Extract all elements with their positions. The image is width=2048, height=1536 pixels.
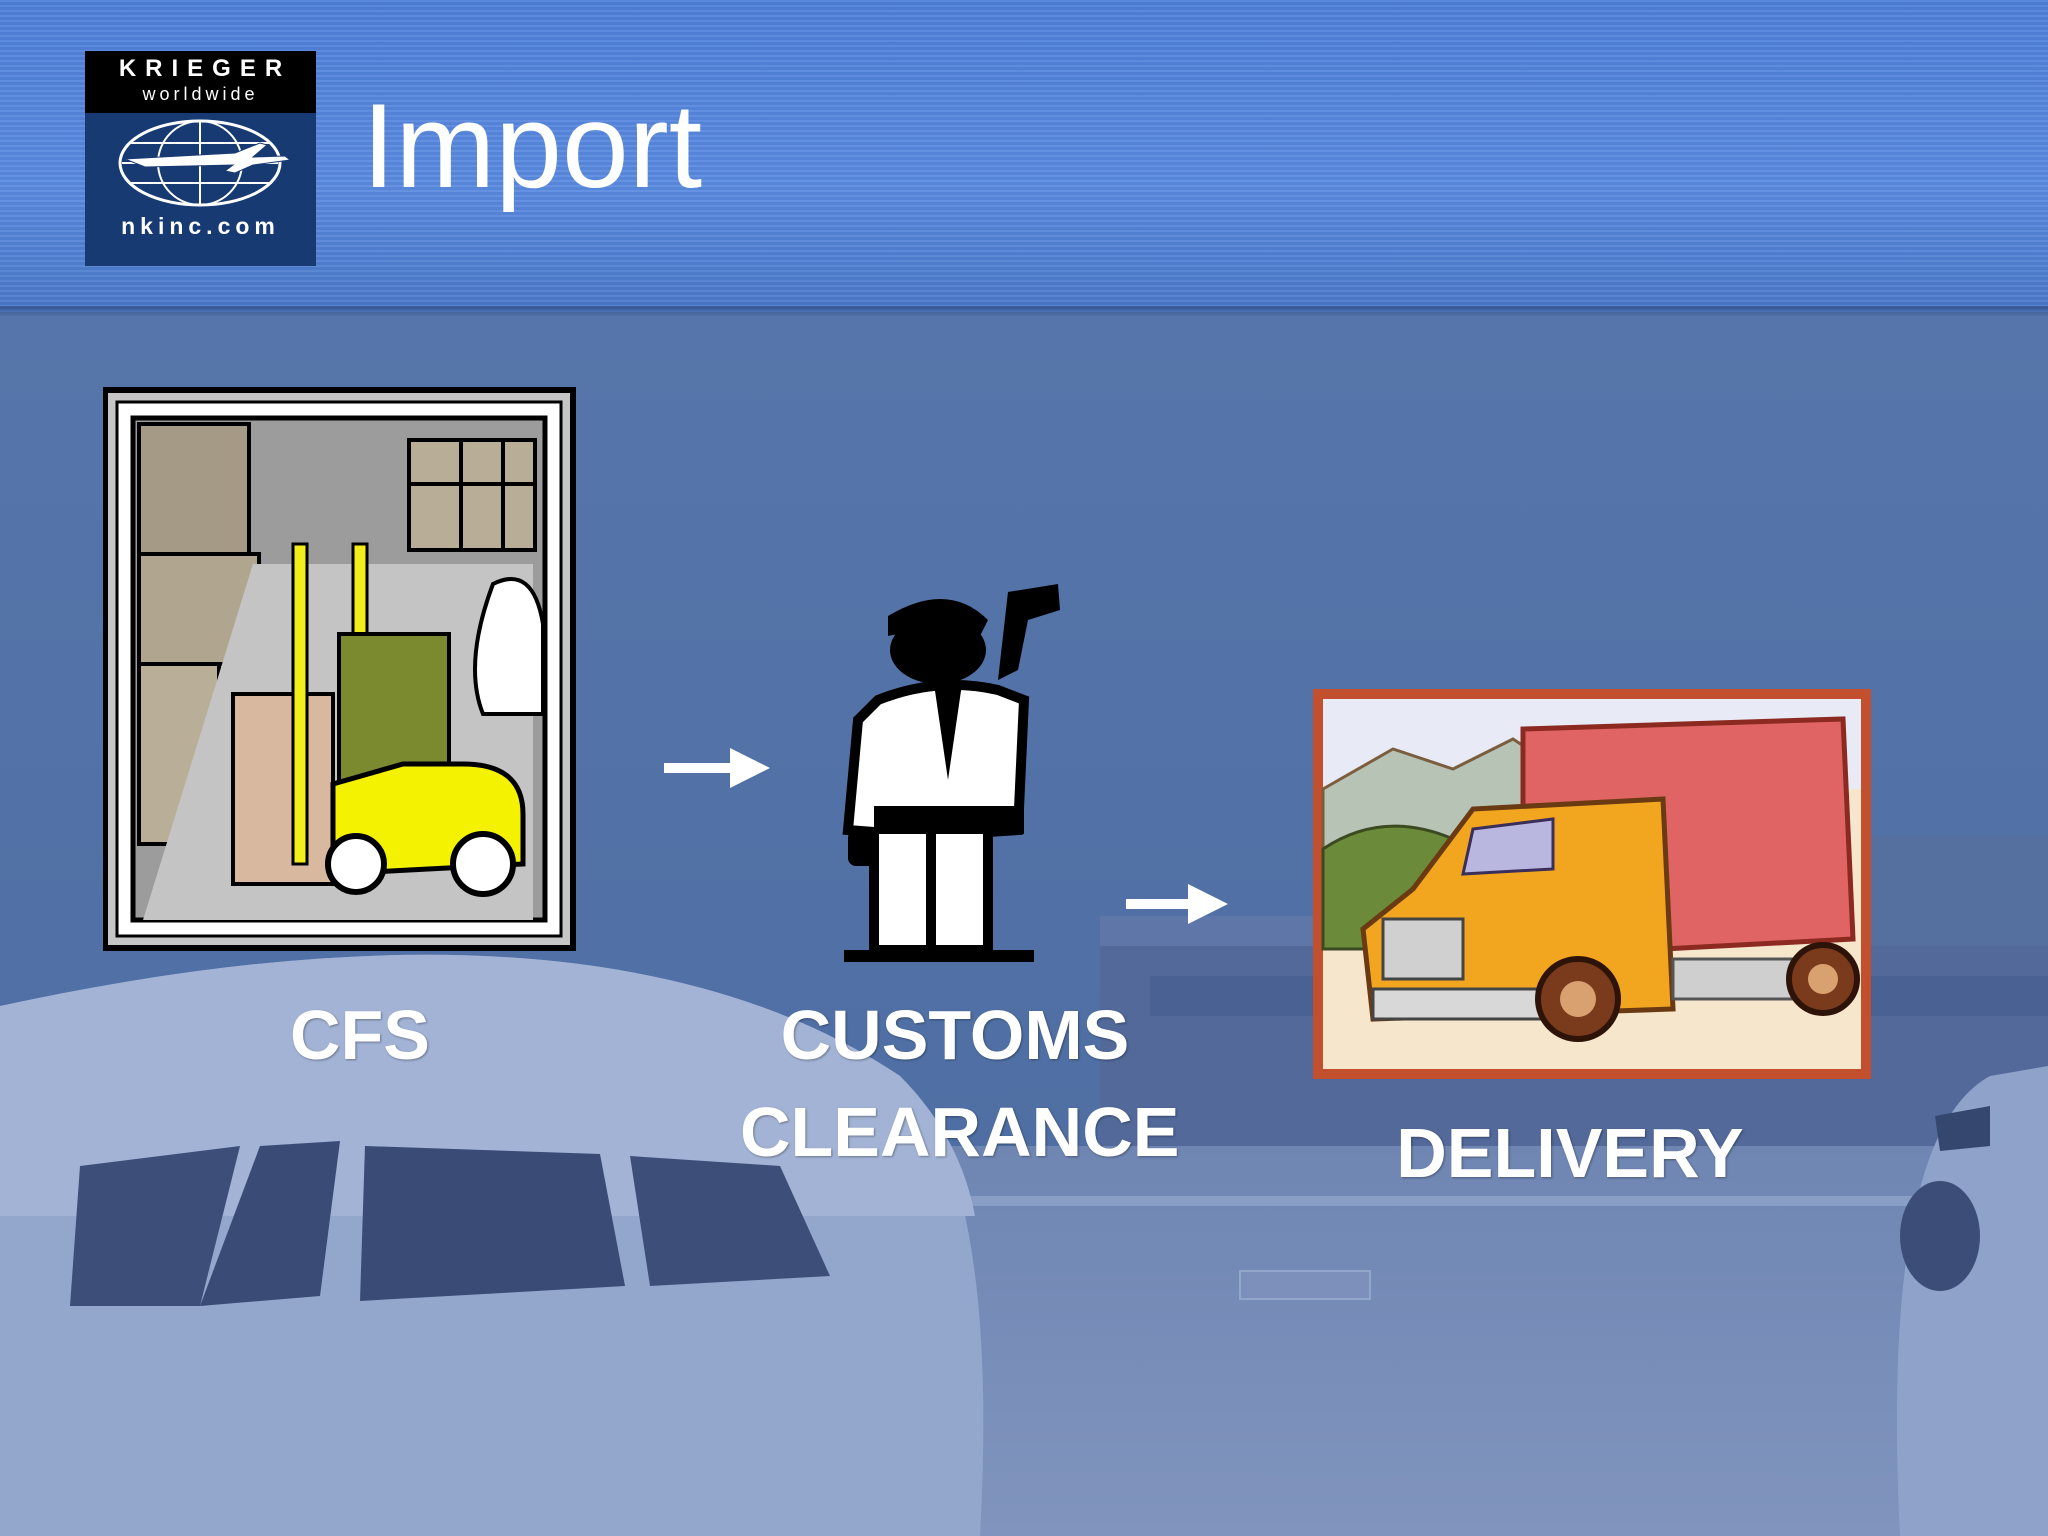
logo-top-band: KRIEGER worldwide — [85, 51, 316, 113]
header-band — [0, 0, 2048, 312]
arrow-right-icon — [664, 748, 770, 788]
logo-globe-panel: nkinc.com — [85, 113, 316, 266]
cfs-warehouse-icon — [102, 384, 579, 959]
delivery-label: DELIVERY — [1396, 1114, 1744, 1192]
globe-airplane-icon — [118, 119, 292, 207]
logo-website-text: nkinc.com — [121, 213, 280, 239]
header-shadow — [0, 306, 2048, 316]
customs-label-line1: CUSTOMS — [780, 996, 1130, 1074]
logo-sub-text: worldwide — [142, 84, 259, 104]
customs-label-line2: CLEARANCE — [740, 1093, 1180, 1171]
cfs-label: CFS — [290, 996, 430, 1074]
arrow-right-icon — [1126, 884, 1228, 924]
krieger-logo: KRIEGER worldwide nkinc.com — [85, 51, 316, 266]
logo-brand-text: KRIEGER — [118, 55, 292, 82]
delivery-truck-icon — [1313, 689, 1871, 1084]
page-title: Import — [362, 79, 703, 213]
customs-officer-icon — [838, 580, 1060, 967]
